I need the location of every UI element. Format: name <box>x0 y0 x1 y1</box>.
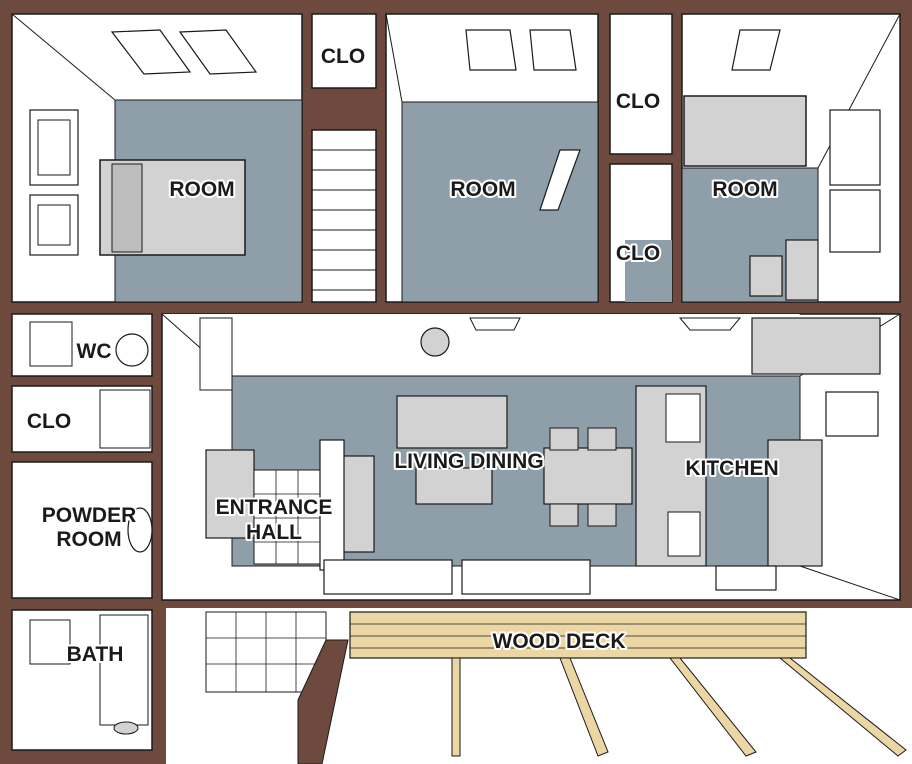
wood-deck <box>349 611 907 757</box>
closet-lower-right <box>609 163 673 303</box>
plant <box>420 327 450 357</box>
closet-left <box>11 385 153 453</box>
powder-room <box>11 461 153 599</box>
bath <box>11 609 153 751</box>
room-right <box>681 13 901 303</box>
main-living-area <box>161 313 901 601</box>
shoe-cabinet <box>205 449 255 539</box>
room-center <box>385 13 599 303</box>
label-wc: WC <box>77 340 112 363</box>
bed <box>683 95 807 167</box>
wc <box>11 313 153 377</box>
sofa <box>396 395 508 449</box>
closet-upper-right <box>609 13 673 155</box>
label-powder-room-line1: POWDER <box>42 504 137 527</box>
label-bath: BATH <box>67 643 124 666</box>
fridge <box>767 439 823 567</box>
entrance-approach <box>205 611 349 764</box>
tv-cabinet <box>341 455 375 553</box>
label-living-dining: LIVING DINING <box>394 450 543 473</box>
room-left <box>11 13 303 303</box>
closet-top <box>311 13 377 89</box>
label-room-left: ROOM <box>169 178 234 201</box>
staircase <box>311 129 377 303</box>
label-clo-upper-right: CLO <box>616 90 660 113</box>
label-clo-lower-right: CLO <box>616 242 660 265</box>
label-entrance-hall-line1: ENTRANCE <box>216 496 333 519</box>
label-room-right: ROOM <box>712 178 777 201</box>
label-entrance-hall-line2: HALL <box>246 521 302 544</box>
desk <box>785 239 819 301</box>
coffee-table <box>415 467 493 505</box>
dining-table <box>543 447 633 505</box>
label-powder-room-line2: ROOM <box>56 528 121 551</box>
label-kitchen: KITCHEN <box>685 457 778 480</box>
label-clo-top: CLO <box>321 45 365 68</box>
label-wood-deck: WOOD DECK <box>493 630 626 653</box>
wall-cabinet <box>751 317 881 375</box>
label-room-center: ROOM <box>450 178 515 201</box>
label-clo-left: CLO <box>27 410 71 433</box>
